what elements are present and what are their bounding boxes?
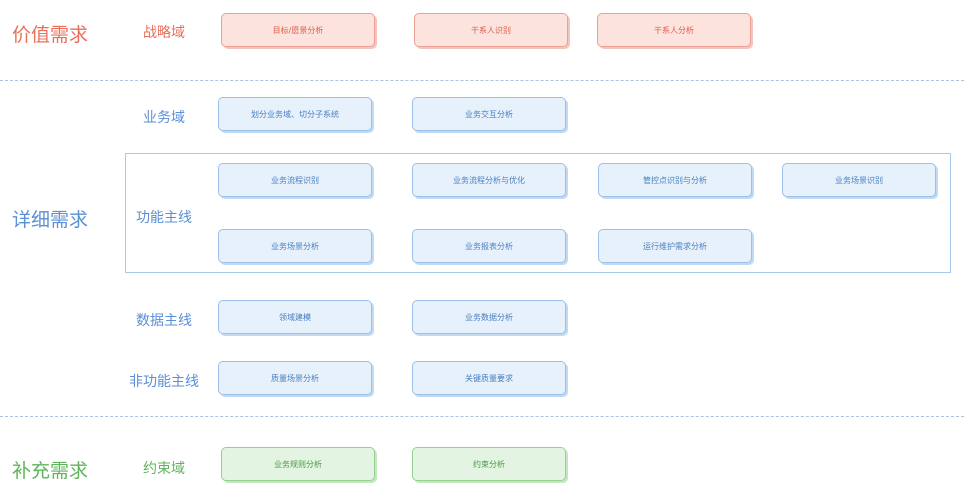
domain-strategy: 战略域	[143, 25, 185, 41]
box-stakeholder-analysis: 干系人分析	[597, 13, 751, 47]
box-business-process-analysis-optimization: 业务流程分析与优化	[412, 163, 566, 197]
box-business-data-analysis: 业务数据分析	[412, 300, 566, 334]
box-stakeholder-identification: 干系人识别	[414, 13, 568, 47]
box-constraint-analysis: 约束分析	[412, 447, 566, 481]
box-business-scenario-identification: 业务场景识别	[782, 163, 936, 197]
box-domain-modeling: 领域建模	[218, 300, 372, 334]
box-key-quality-requirements: 关键质量要求	[412, 361, 566, 395]
category-detailed-requirements: 详细需求	[12, 209, 89, 231]
domain-data: 数据主线	[136, 313, 192, 329]
box-control-point-analysis: 管控点识别与分析	[598, 163, 752, 197]
box-divide-business-domains: 划分业务域、切分子系统	[218, 97, 372, 131]
box-business-scenario-analysis: 业务场景分析	[218, 229, 372, 263]
domain-constraint: 约束域	[143, 461, 185, 477]
box-quality-scenario-analysis: 质量场景分析	[218, 361, 372, 395]
box-business-process-identification: 业务流程识别	[218, 163, 372, 197]
category-supplementary-requirements: 补充需求	[12, 460, 89, 482]
domain-nonfunction: 非功能主线	[129, 374, 199, 390]
domain-business: 业务域	[143, 110, 185, 126]
domain-function: 功能主线	[136, 210, 192, 226]
category-value-requirements: 价值需求	[12, 24, 89, 46]
box-business-report-analysis: 业务报表分析	[412, 229, 566, 263]
box-business-rule-analysis: 业务规则分析	[221, 447, 375, 481]
function-mainline-frame	[125, 153, 951, 273]
separator-bottom	[0, 416, 964, 417]
separator-top	[0, 80, 964, 81]
box-goal-vision-analysis: 目标/愿景分析	[221, 13, 375, 47]
box-operation-maintenance-analysis: 运行维护需求分析	[598, 229, 752, 263]
box-business-interaction-analysis: 业务交互分析	[412, 97, 566, 131]
